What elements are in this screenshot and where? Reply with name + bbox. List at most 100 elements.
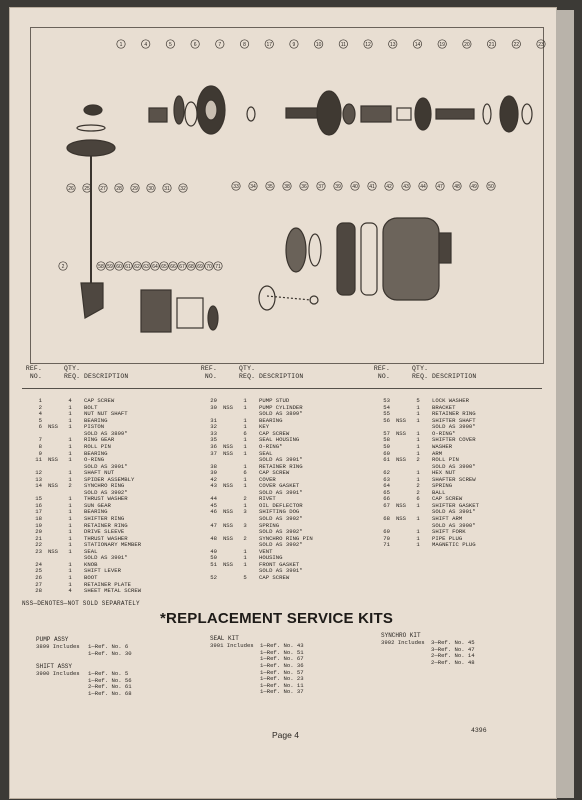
ref-no: 13 xyxy=(35,475,42,483)
callout-number: 35 xyxy=(267,184,273,190)
page-edge xyxy=(556,10,574,798)
callout-number: 50 xyxy=(488,184,494,190)
description: BALL xyxy=(432,488,446,496)
ref-no: 17 xyxy=(35,508,42,516)
kit-item: 2—Ref. No. 48 xyxy=(431,658,475,666)
qty-req: 1 xyxy=(68,443,72,451)
description: CAP SCREW xyxy=(84,397,115,405)
description: SEAL HOUSING xyxy=(259,436,300,444)
ref-no: 51 xyxy=(210,560,217,568)
parts-row: SOLD AS 3902* xyxy=(197,515,313,523)
description: HOUSING xyxy=(259,554,283,562)
qty-req: 2 xyxy=(243,534,247,542)
callout-circle xyxy=(248,181,258,191)
callout-circle xyxy=(114,183,124,193)
parts-row: SOLD AS 3902* xyxy=(197,529,313,536)
callout-circle xyxy=(130,183,140,193)
qty-req: 1 xyxy=(416,436,420,444)
kit-item: 1—Ref. No. 51 xyxy=(260,648,304,656)
ref-no: 38 xyxy=(210,462,217,470)
qty-req: 1 xyxy=(68,567,72,575)
ref-no: 60 xyxy=(383,449,390,457)
description: COVER GASKET xyxy=(259,482,300,490)
description: LOCK WASHER xyxy=(432,397,469,405)
header-desc: DESCRIPTION xyxy=(259,372,304,380)
parts-row: SOLD AS 3901* xyxy=(22,463,141,471)
qty-req: 1 xyxy=(68,521,72,529)
callout-circle xyxy=(123,261,133,271)
nss-flag: NSS xyxy=(222,534,234,542)
ref-no: 52 xyxy=(210,573,217,581)
kit-item: 1—Ref. No. 37 xyxy=(260,688,304,696)
description: SOLD AS 3902* xyxy=(259,541,303,549)
nss-flag: NSS xyxy=(222,521,234,529)
callout-circle xyxy=(132,261,142,271)
parts-row: SOLD AS 3900* xyxy=(370,424,479,431)
callout-circle xyxy=(215,39,225,49)
header-req: REQ. xyxy=(239,372,256,380)
ref-no: 64 xyxy=(383,482,390,490)
description: SHIFTER COVER xyxy=(432,436,476,444)
description: SOLD AS 3902* xyxy=(259,515,303,523)
callout-circle xyxy=(350,181,360,191)
qty-req: 1 xyxy=(243,560,247,568)
header-ref: REF. xyxy=(200,365,217,372)
callout-number: 2 xyxy=(62,264,65,270)
description: SPIDER ASSEMBLY xyxy=(84,475,135,483)
ref-no: 21 xyxy=(35,534,42,542)
description: O-RING* xyxy=(259,443,283,451)
callout-circle xyxy=(190,39,200,49)
callout-circle xyxy=(536,39,546,49)
qty-req: 1 xyxy=(243,416,247,424)
qty-req: 1 xyxy=(68,541,72,549)
description: KEY xyxy=(259,423,270,431)
callout-circle xyxy=(435,181,445,191)
header-req: REQ. xyxy=(412,372,429,380)
ref-no: 9 xyxy=(38,449,42,457)
qty-req: 1 xyxy=(243,462,247,470)
parts-row: SOLD AS 3901* xyxy=(370,509,479,516)
callout-circle xyxy=(141,261,151,271)
callout-circle xyxy=(487,39,497,49)
ref-no: 71 xyxy=(383,541,390,549)
kit-item: 1—Ref. No. 6 xyxy=(88,643,129,651)
ref-no: 46 xyxy=(210,508,217,516)
qty-req: 1 xyxy=(243,449,247,457)
description: DRIVE SLEEVE xyxy=(84,528,125,536)
callout-number: 23 xyxy=(538,42,544,48)
ref-no: 25 xyxy=(35,567,42,575)
nss-flag: NSS xyxy=(222,443,234,451)
callout-number: 1 xyxy=(120,42,123,48)
description: BOOT xyxy=(84,573,98,581)
callout-circle xyxy=(367,181,377,191)
kit-item: 2—Ref. No. 14 xyxy=(431,652,475,660)
description: PUMP CYLINDER xyxy=(259,403,303,411)
description: BOLT xyxy=(84,403,98,411)
qty-req: 1 xyxy=(243,554,247,562)
description: VENT xyxy=(259,547,273,555)
qty-req: 4 xyxy=(68,397,72,405)
callout-circle xyxy=(146,183,156,193)
description: SOLD AS 3901* xyxy=(84,554,128,562)
qty-req: 1 xyxy=(68,469,72,477)
callout-circle xyxy=(96,261,106,271)
qty-req: 5 xyxy=(243,573,247,581)
parts-row: SOLD AS 3902* xyxy=(22,489,141,497)
description: STATIONARY MEMBER xyxy=(84,541,142,549)
nss-flag: NSS xyxy=(395,515,407,523)
description: SHIFTING DOG xyxy=(259,508,300,516)
